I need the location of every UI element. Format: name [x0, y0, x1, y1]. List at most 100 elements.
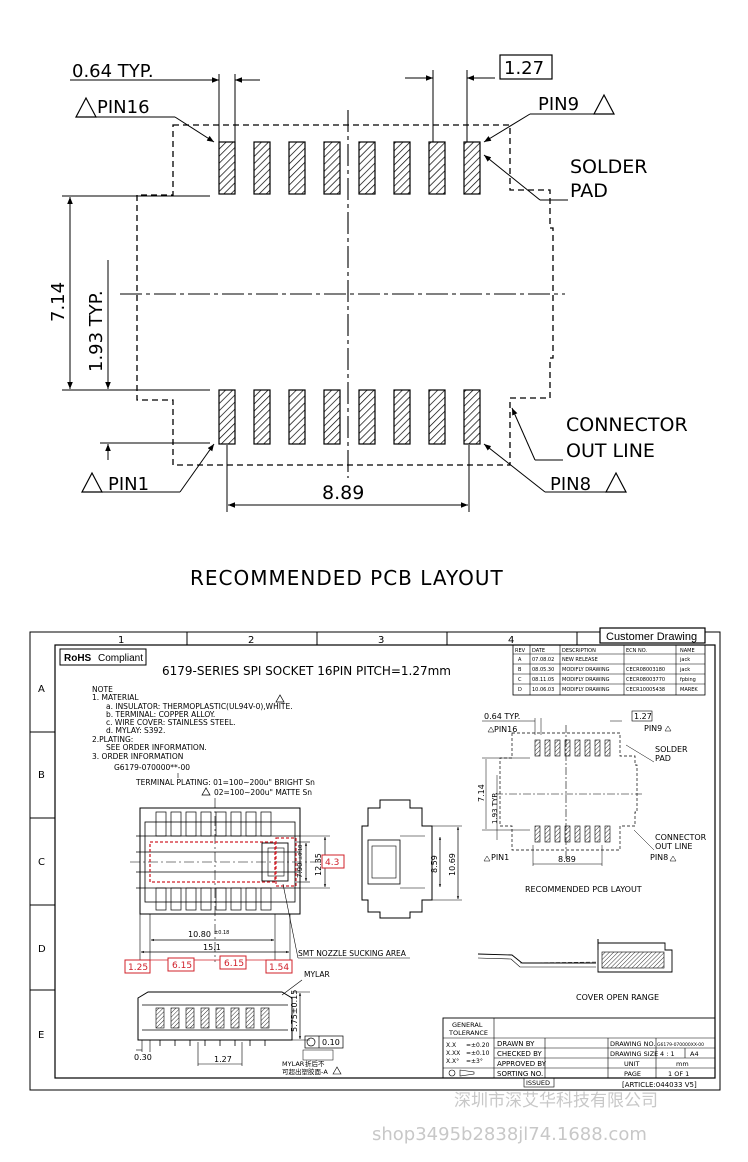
tol-key: X.X: [446, 1042, 456, 1049]
contact-slot: [170, 811, 182, 837]
contact-pin: [200, 1007, 210, 1029]
small-connector: CONNECTOR: [655, 833, 707, 842]
basic-dim-box: [499, 54, 553, 80]
tol-key: X.X°: [446, 1058, 459, 1065]
notes-block: NOTE 1. MATERIAL a. INSULATOR: THERMOPLA…: [92, 685, 315, 797]
dim-43: 4.3: [325, 858, 339, 868]
row-label: B: [38, 770, 45, 781]
solder-pad: [594, 825, 601, 843]
dim-1080-tol: ±0.18: [214, 930, 229, 936]
rev-header: ECN NO.: [626, 648, 647, 654]
rev-cell: NEW RELEASE: [562, 657, 598, 663]
mylar-note-cn: 折后不: [305, 1059, 325, 1068]
rev-cell: 08.05.30: [532, 667, 554, 673]
socket-top-view: 12.35 7.90 ±0.18 4.3 10.80 ±0.18 15.1 1.…: [124, 798, 410, 974]
solder-pad: [584, 825, 591, 843]
solder-pad: [564, 739, 571, 757]
note-line: c. WIRE COVER: STAINLESS STEEL.: [106, 718, 236, 727]
contact-slot: [185, 887, 197, 911]
label-pin9: PIN9: [538, 94, 579, 115]
drawing-title: 6179-SERIES SPI SOCKET 16PIN PITCH=1.27m…: [162, 664, 451, 678]
row-label: C: [38, 857, 45, 868]
dim-127-front: 1.27: [214, 1055, 232, 1064]
small-dim-714: 7.14: [477, 784, 486, 802]
rev-cell: MAREK: [680, 687, 698, 693]
label-pad: PAD: [570, 180, 608, 202]
article-label: [ARTICLE:044033 V5]: [622, 1081, 697, 1089]
rev-header: DESCRIPTION: [562, 648, 596, 654]
rev-header: NAME: [680, 648, 695, 654]
flatness-icon: [306, 1037, 316, 1047]
solder-pad: [428, 389, 446, 445]
note-line: G6179-070000**-00: [114, 763, 190, 772]
tol-key: X.XX: [446, 1050, 460, 1057]
compliant-label: Compliant: [98, 653, 143, 664]
solder-pad: [544, 825, 551, 843]
dim-859: 8.59: [430, 855, 439, 873]
label-pin8: PIN8: [550, 474, 591, 495]
solder-pad: [288, 389, 306, 445]
solder-pad: [574, 739, 581, 757]
rev-header: DATE: [532, 648, 545, 654]
contact-pin: [215, 1007, 225, 1029]
note-line: NOTE: [92, 685, 113, 694]
solder-pad: [358, 141, 376, 195]
contact-slot: [215, 811, 227, 837]
dim-615-right: 6.15: [224, 959, 244, 969]
tol-val: =±0.20: [466, 1042, 490, 1049]
solder-pad: [358, 389, 376, 445]
dim-064-typ: 0.64 TYP.: [72, 61, 154, 82]
contact-slot: [185, 811, 197, 837]
watermark-url: shop3495b2838jl74.1688.com: [372, 1124, 647, 1145]
note-line: 3. ORDER INFORMATION: [92, 752, 183, 761]
note-line: 02=100~200u" MATTE Sn: [214, 788, 312, 797]
dim-889: 8.89: [322, 482, 364, 504]
small-pin1: PIN1: [491, 853, 509, 862]
contact-pin: [260, 1007, 270, 1029]
dim-127: 1.27: [504, 58, 544, 79]
revision-triangle-icon: [75, 96, 97, 118]
drawing-no-label: DRAWING NO.: [610, 1040, 655, 1048]
revision-triangle-icon: [332, 1066, 342, 1075]
col-label: 3: [378, 635, 384, 646]
label-pin16: PIN16: [97, 97, 150, 118]
rev-header: REV: [515, 648, 526, 654]
solder-pad: [564, 825, 571, 843]
solder-pad: [534, 739, 541, 757]
solder-pad: [554, 825, 561, 843]
row-label: D: [38, 944, 46, 955]
sorting-no: SORTING NO.: [497, 1070, 543, 1078]
small-dim-193: 1.93 TYP.: [491, 792, 499, 824]
rev-cell: CECR08003770: [626, 677, 665, 683]
rev-cell: MODIFLY DRAWING: [562, 677, 610, 683]
row-label: E: [38, 1030, 44, 1041]
title-block: GENERAL TOLERANCE X.X =±0.20 X.XX =±0.10…: [442, 1017, 716, 1089]
contact-slot: [215, 887, 227, 911]
rev-cell: jack: [679, 667, 690, 673]
dim-575: 5.75±0.15: [290, 990, 299, 1032]
revision-triangle-icon: [483, 855, 491, 862]
nozzle-label: SMT NOZZLE SUCKING AREA: [298, 949, 407, 958]
solder-pad: [393, 141, 411, 195]
col-label: 2: [248, 635, 254, 646]
rohs-label: RoHS: [64, 653, 92, 664]
tol-val: =±0.10: [466, 1050, 490, 1057]
solder-pad: [393, 389, 411, 445]
solder-pad: [584, 739, 591, 757]
pcb-layout-small: 0.64 TYP. 1.27 PIN16 PIN9 SOLDER PAD 7.1…: [477, 710, 707, 894]
contact-pin: [245, 1007, 255, 1029]
solder-pad: [428, 141, 446, 195]
drawing-scale: 4 : 1: [660, 1050, 675, 1058]
solder-pad: [544, 739, 551, 757]
drawn-by: DRAWN BY: [497, 1040, 535, 1048]
rev-cell: 08.11.05: [532, 677, 554, 683]
dim-151: 15.1: [203, 943, 221, 952]
label-solder: SOLDER: [570, 156, 647, 178]
solder-pad: [574, 825, 581, 843]
mylar-label: MYLAR: [304, 970, 330, 979]
solder-pad: [594, 739, 601, 757]
mylar-note: MYLAR: [282, 1060, 305, 1068]
contact-slot: [260, 887, 272, 911]
